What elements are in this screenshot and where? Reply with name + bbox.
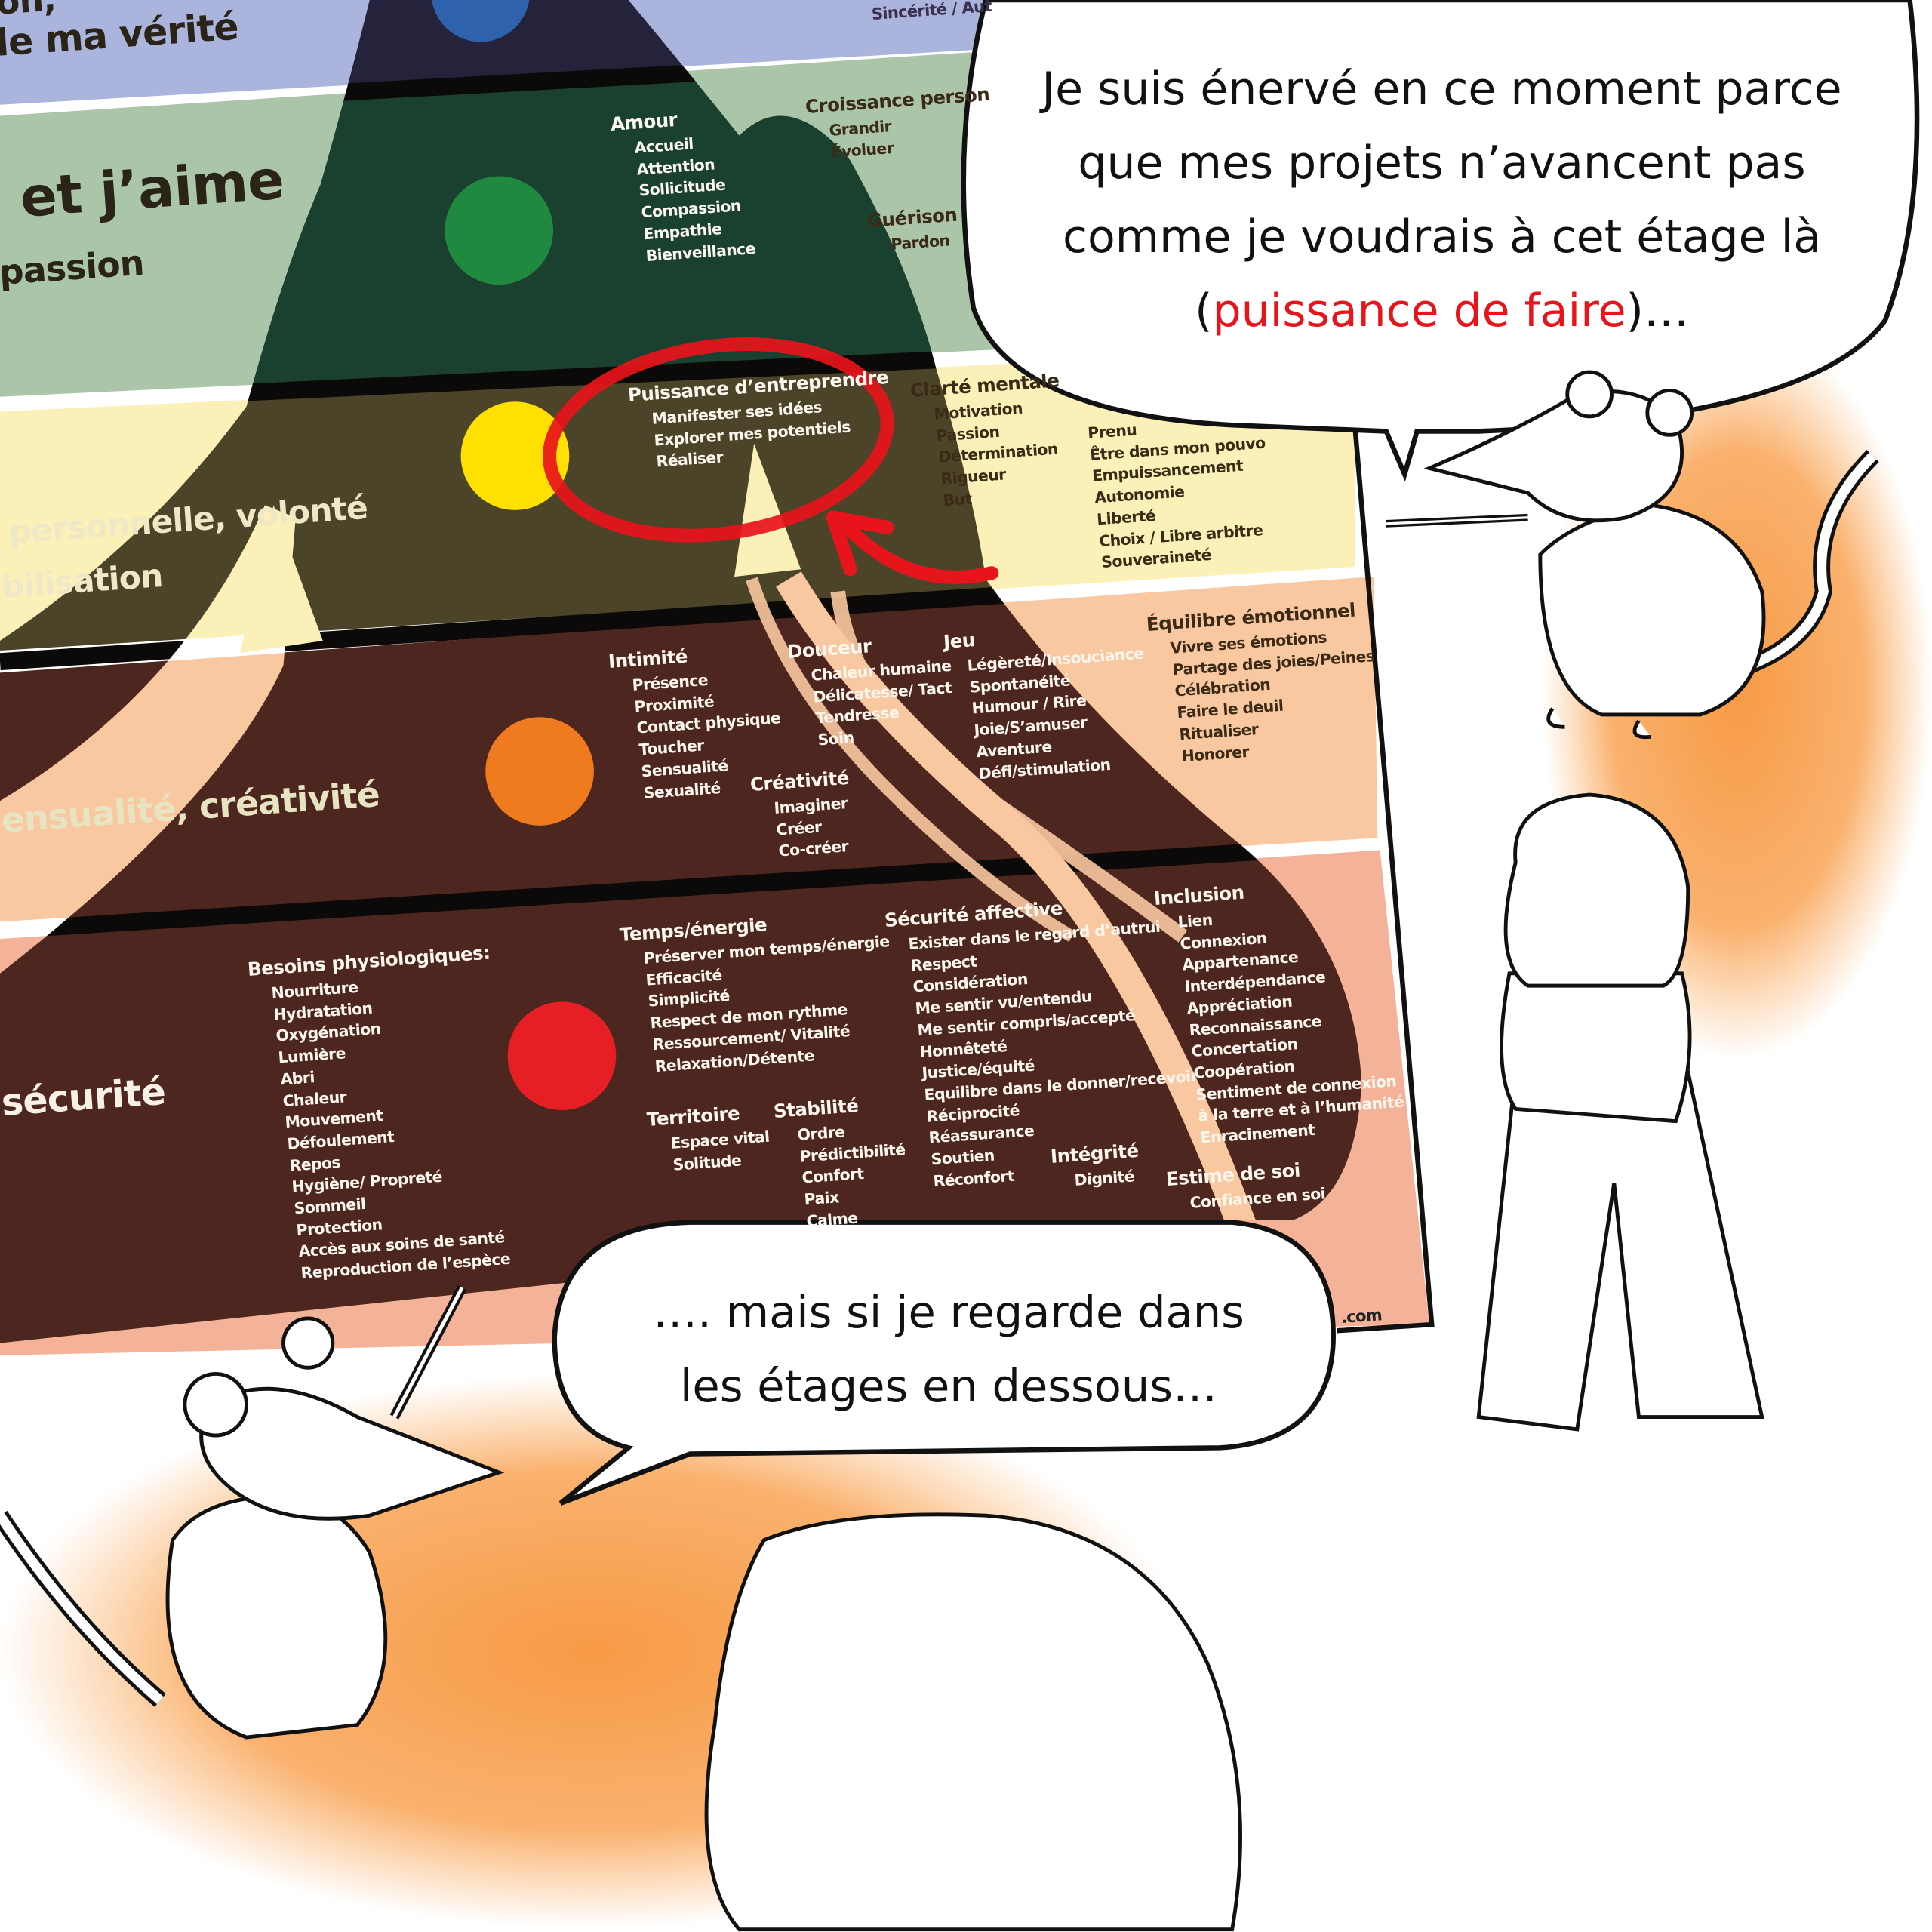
annotation-arrow xyxy=(843,523,999,584)
speech-bubble-bottom xyxy=(552,1220,1336,1506)
speech-bottom-text: …. mais si je regarde dans les étages en… xyxy=(567,1275,1331,1423)
leg-gap xyxy=(240,505,323,654)
speech-line: (puissance de faire)… xyxy=(974,274,1910,348)
speech-line: comme je voudrais à cet étage là xyxy=(1062,211,1822,263)
speech-top-text: Je suis énervé en ce moment parce que me… xyxy=(974,52,1910,348)
chakra-orange-circle xyxy=(485,717,594,826)
speech-line: …. mais si je regarde dans xyxy=(653,1286,1244,1338)
rat-top-right xyxy=(1386,370,1879,740)
girl-right xyxy=(1476,792,1764,1432)
need-heading: Intégrité xyxy=(1050,1140,1140,1168)
rat-bottom-left xyxy=(0,1285,505,1740)
chakra-red-circle xyxy=(507,1001,617,1111)
speech-line: Je suis énervé en ce moment parce xyxy=(1041,63,1842,115)
leg-gap xyxy=(734,443,801,577)
poster-edge xyxy=(1337,431,1435,1334)
chakra-blue-circle xyxy=(432,0,530,42)
girl-bottom-head xyxy=(704,1512,1242,1932)
highlight-puissance-de-faire: puissance de faire xyxy=(1212,285,1626,337)
speech-line: les étages en dessous… xyxy=(680,1360,1217,1412)
annotation-circle xyxy=(543,337,894,543)
arrow-head-icon xyxy=(826,510,894,577)
footer-fragment: .com xyxy=(1340,1306,1383,1327)
speech-line: que mes projets n’avancent pas xyxy=(1078,137,1806,189)
chakra-yellow-circle xyxy=(460,401,570,510)
paren-open: ( xyxy=(1195,285,1213,337)
chakra-green-circle xyxy=(445,176,554,285)
speech-bubble-top xyxy=(961,0,1920,482)
paren-close: )… xyxy=(1626,285,1689,337)
